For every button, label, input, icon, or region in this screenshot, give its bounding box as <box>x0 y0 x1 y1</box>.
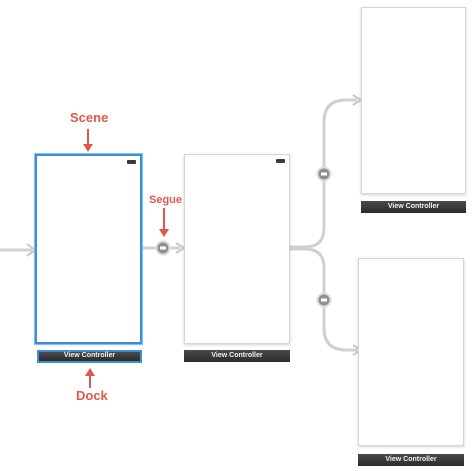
bottom-right-scene[interactable] <box>358 258 464 446</box>
segue-callout-label: Segue <box>149 194 183 206</box>
status-bar-indicator <box>276 159 285 163</box>
initial-scene-dock[interactable]: View Controller <box>37 350 142 363</box>
top-right-scene[interactable] <box>361 7 466 194</box>
middle-scene[interactable] <box>184 154 290 344</box>
middle-scene-dock[interactable]: View Controller <box>184 350 290 362</box>
initial-scene[interactable] <box>35 154 142 344</box>
status-bar-indicator <box>127 160 136 164</box>
scene-callout-label: Scene <box>70 110 109 125</box>
dock-callout-label: Dock <box>76 388 108 403</box>
bottom-right-scene-dock[interactable]: View Controller <box>358 454 464 466</box>
top-right-scene-dock[interactable]: View Controller <box>361 201 466 213</box>
